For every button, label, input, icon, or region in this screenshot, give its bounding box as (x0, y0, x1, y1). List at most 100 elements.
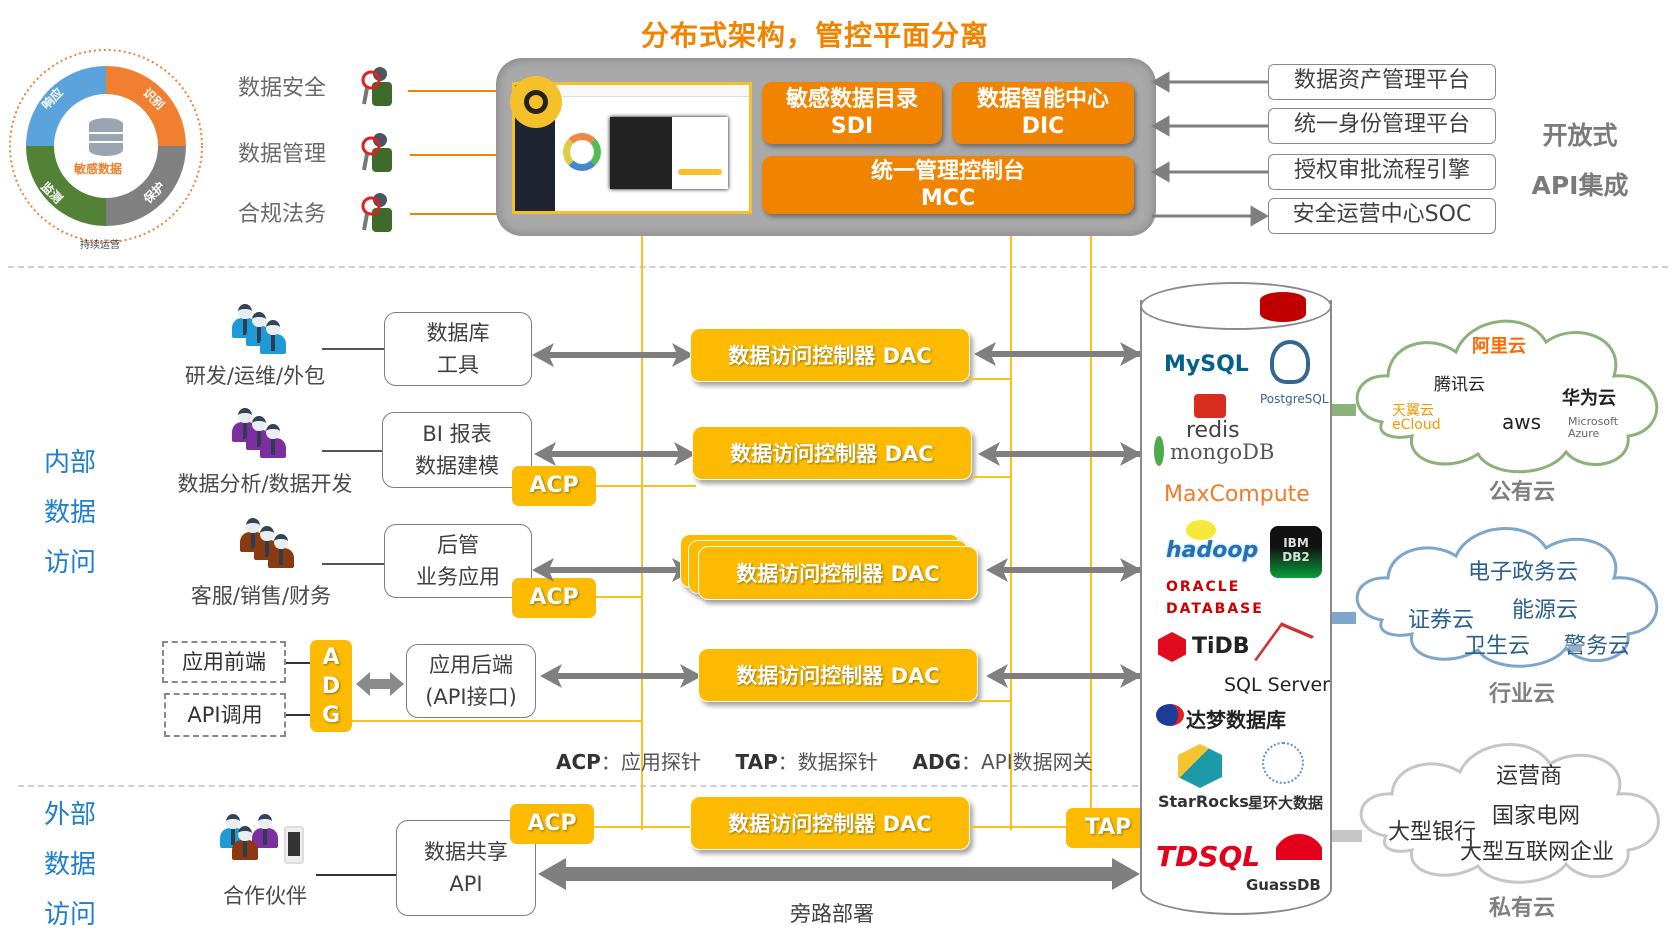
hadoop-elephant-icon (1186, 520, 1216, 540)
label-line: 外部 (43, 800, 96, 830)
bypass-arrow (538, 858, 1140, 890)
private-cloud-item: 大型银行 (1388, 820, 1477, 845)
private-cloud-items: 运营商 国家电网 大型银行 大型互联网企业 (1356, 736, 1674, 886)
label-line: 访问 (43, 900, 96, 930)
integration-identity-mgmt[interactable]: 统一身份管理平台 (1268, 108, 1496, 144)
acp-probe-tag[interactable]: ACP (512, 578, 596, 618)
connector-line (408, 90, 498, 92)
role-label: 研发/运维/外包 (184, 364, 326, 388)
tool-label: 数据共享 (424, 840, 508, 864)
integration-asset-mgmt[interactable]: 数据资产管理平台 (1268, 64, 1496, 100)
source-api-call[interactable]: API调用 (164, 693, 286, 737)
db-hadoop: hadoop (1166, 538, 1259, 563)
redis-icon (1194, 394, 1226, 418)
industry-cloud-items: 电子政务云 证券云 能源云 卫生云 警务云 (1352, 520, 1674, 672)
integration-approval-engine[interactable]: 授权审批流程引擎 (1268, 154, 1496, 190)
dac-controller[interactable]: 数据访问控制器 DAC (690, 796, 970, 850)
adg-gateway[interactable]: A D G (310, 640, 352, 732)
tool-box-app-backend[interactable]: 应用后端 (API接口) (406, 644, 536, 718)
legend-key: ADG (912, 750, 962, 774)
acp-probe-tag[interactable]: ACP (512, 466, 596, 506)
dac-controller[interactable]: 数据访问控制器 DAC (698, 546, 978, 600)
module-name: 统一管理控制台 (870, 159, 1025, 184)
connector-line (410, 154, 498, 156)
stakeholder-label: 数据安全 (238, 76, 327, 101)
legend-key: ACP (556, 750, 601, 774)
lifecycle-ring-graphic (9, 49, 203, 243)
tool-label: API (449, 872, 483, 896)
module-dic[interactable]: 数据智能中心 DIC (952, 82, 1134, 144)
tap-probe-tag[interactable]: TAP (1066, 808, 1150, 848)
label-line: 内部 (43, 448, 96, 478)
db-mysql: MySQL (1164, 352, 1249, 377)
open-api-label-line1: 开放式 (1542, 121, 1618, 150)
module-sdi[interactable]: 敏感数据目录 SDI (762, 82, 942, 144)
team-icon (232, 408, 292, 458)
industry-cloud-item: 警务云 (1564, 634, 1631, 659)
connector-line (322, 348, 384, 350)
connector-line (286, 662, 310, 664)
tool-box-bi-report[interactable]: BI 报表 数据建模 (382, 412, 532, 488)
cloud-label-public: 公有云 (1488, 480, 1555, 505)
tap-link-line (968, 378, 1012, 380)
acp-link-line (596, 485, 696, 487)
legend-sep: ： (600, 750, 621, 774)
acp-link-line (596, 596, 642, 598)
legend-desc: 数据探针 (797, 750, 878, 774)
lifecycle-wheel: 敏感数据 响应 识别 保护 监测 持续运营 (6, 44, 206, 251)
lifecycle-center-label: 敏感数据 (74, 162, 123, 176)
cloud-provider-aws: aws (1502, 410, 1542, 434)
source-app-frontend[interactable]: 应用前端 (162, 641, 286, 683)
source-label: API调用 (187, 703, 263, 727)
internal-access-label: 内部 数据 访问 (40, 438, 100, 588)
dac-controller[interactable]: 数据访问控制器 DAC (692, 426, 972, 480)
tap-link-line (972, 476, 1012, 478)
legend-key: TAP (735, 750, 778, 774)
sqlserver-icon (1254, 622, 1314, 674)
tool-box-db-tool[interactable]: 数据库 工具 (384, 312, 532, 386)
dac-controller[interactable]: 数据访问控制器 DAC (690, 328, 970, 382)
tool-box-business-app[interactable]: 后管 业务应用 (384, 524, 532, 598)
db-transwarp: 星环大数据 (1248, 794, 1324, 812)
role-label: 客服/销售/财务 (190, 584, 332, 608)
tool-to-dac-arrows (532, 343, 700, 688)
acp-probe-tag[interactable]: ACP (510, 804, 594, 844)
database-cylinder (1140, 300, 1332, 915)
open-api-label-line2: API集成 (1531, 171, 1629, 200)
team-icon (232, 304, 292, 354)
lifecycle-caption: 持续运营 (80, 240, 120, 251)
team-icon (240, 518, 300, 568)
stakeholder-label: 数据管理 (238, 142, 327, 167)
auditor-icon (358, 132, 394, 172)
connector-line (316, 874, 396, 876)
control-link-line (1010, 236, 1012, 830)
page-title: 分布式架构，管控平面分离 (640, 19, 989, 52)
source-label: 应用前端 (182, 650, 266, 674)
mongodb-leaf-icon (1154, 436, 1164, 466)
control-link-line (641, 236, 643, 830)
legend-sep: ： (777, 750, 798, 774)
auditor-icon (358, 66, 394, 106)
product-logo-icon (510, 76, 562, 128)
postgres-elephant-icon (1270, 340, 1310, 384)
connector-line (322, 563, 384, 565)
adg-letter: A (322, 645, 340, 670)
transwarp-icon (1262, 742, 1304, 784)
db-starrocks: StarRocks (1158, 792, 1249, 811)
module-code: SDI (830, 114, 874, 139)
db-list: MySQL PostgreSQL redis mongoDB MaxComput… (1142, 320, 1332, 900)
module-name: 数据智能中心 (976, 87, 1109, 112)
connector-line (322, 450, 384, 452)
module-mcc[interactable]: 统一管理控制台 MCC (762, 156, 1134, 214)
bidirectional-arrow (356, 672, 404, 696)
auditor-icon (358, 192, 394, 232)
stakeholder-label: 合规法务 (238, 202, 327, 227)
cloud-provider-ctyun: 天翼云 eCloud (1392, 403, 1441, 433)
dac-controller[interactable]: 数据访问控制器 DAC (698, 648, 978, 702)
stakeholder-item: 合规法务 (230, 192, 410, 232)
tidb-icon (1158, 632, 1186, 662)
tap-link-line (978, 700, 1012, 702)
stakeholder-item: 数据管理 (230, 132, 410, 172)
integration-soc[interactable]: 安全运营中心SOC (1268, 198, 1496, 234)
db-oracle: ORACLE DATABASE (1166, 579, 1264, 617)
